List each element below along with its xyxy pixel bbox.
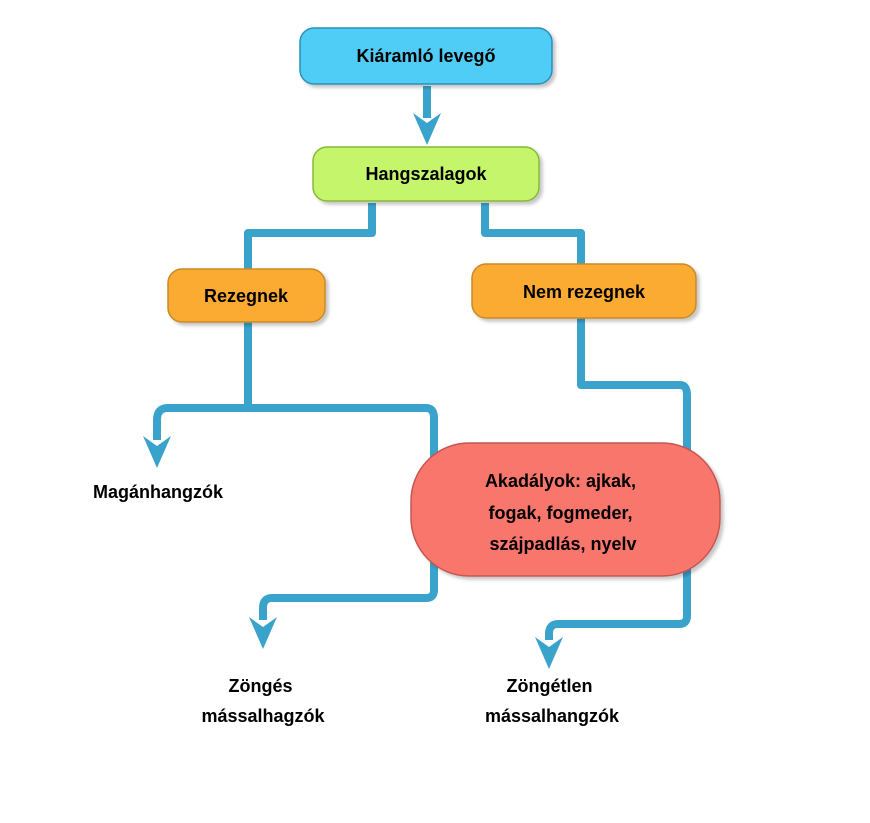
node-kiaramlo	[299, 27, 553, 85]
arrowhead-maganhangzok	[143, 436, 171, 468]
node-hangszalagok-label: Hangszalagok	[365, 164, 487, 184]
edge-akadalyok-zongetlen	[545, 547, 691, 640]
label-zongetlen-line-1: Zöngétlen	[506, 676, 592, 696]
edge-rezegnek-maganhangzok	[153, 322, 252, 440]
edges	[143, 86, 701, 669]
node-rezegnek-label: Rezegnek	[204, 286, 289, 306]
node-hangszalagok-box	[312, 146, 540, 202]
node-rezegnek	[167, 268, 326, 323]
node-kiaramlo-box	[299, 27, 553, 85]
node-akadalyok-label: Akadályok: ajkak, fogak, fogmeder, szájp…	[485, 471, 641, 554]
node-hangszalagok	[312, 146, 540, 202]
arrowhead-zonges	[249, 617, 277, 649]
arrowhead-zongetlen	[535, 637, 563, 669]
label-zongetlen-line-2: mássalhangzók	[485, 706, 620, 726]
label-zongetlen: Zöngétlen mássalhangzók	[485, 676, 620, 726]
label-zonges-line-2: mássalhagzók	[201, 706, 325, 726]
node-akadalyok-line-1: Akadályok: ajkak,	[485, 471, 636, 491]
node-akadalyok	[410, 442, 721, 577]
node-nem-rezegnek-box	[471, 263, 697, 319]
edge-rezegnek-akadalyok	[248, 404, 438, 492]
edge-hangszalagok-nem-rezegnek	[481, 203, 585, 265]
edge-nem-rezegnek-akadalyok	[577, 318, 691, 492]
node-nem-rezegnek	[471, 263, 697, 319]
edge-akadalyok-zonges	[259, 547, 438, 620]
edge-hangszalagok-rezegnek	[244, 203, 376, 270]
node-rezegnek-box	[167, 268, 326, 323]
node-kiaramlo-label: Kiáramló levegő	[356, 46, 495, 66]
arrowhead-hangszalagok	[413, 113, 441, 145]
label-maganhangzok-line-1: Magánhangzók	[93, 482, 224, 502]
node-akadalyok-line-2: fogak, fogmeder,	[488, 503, 632, 523]
node-akadalyok-line-3: szájpadlás, nyelv	[489, 534, 636, 554]
label-zonges: Zöngés mássalhagzók	[201, 676, 325, 726]
label-zonges-line-1: Zöngés	[228, 676, 292, 696]
node-nem-rezegnek-label: Nem rezegnek	[523, 282, 646, 302]
node-akadalyok-box	[410, 442, 721, 577]
label-maganhangzok: Magánhangzók	[93, 482, 224, 502]
